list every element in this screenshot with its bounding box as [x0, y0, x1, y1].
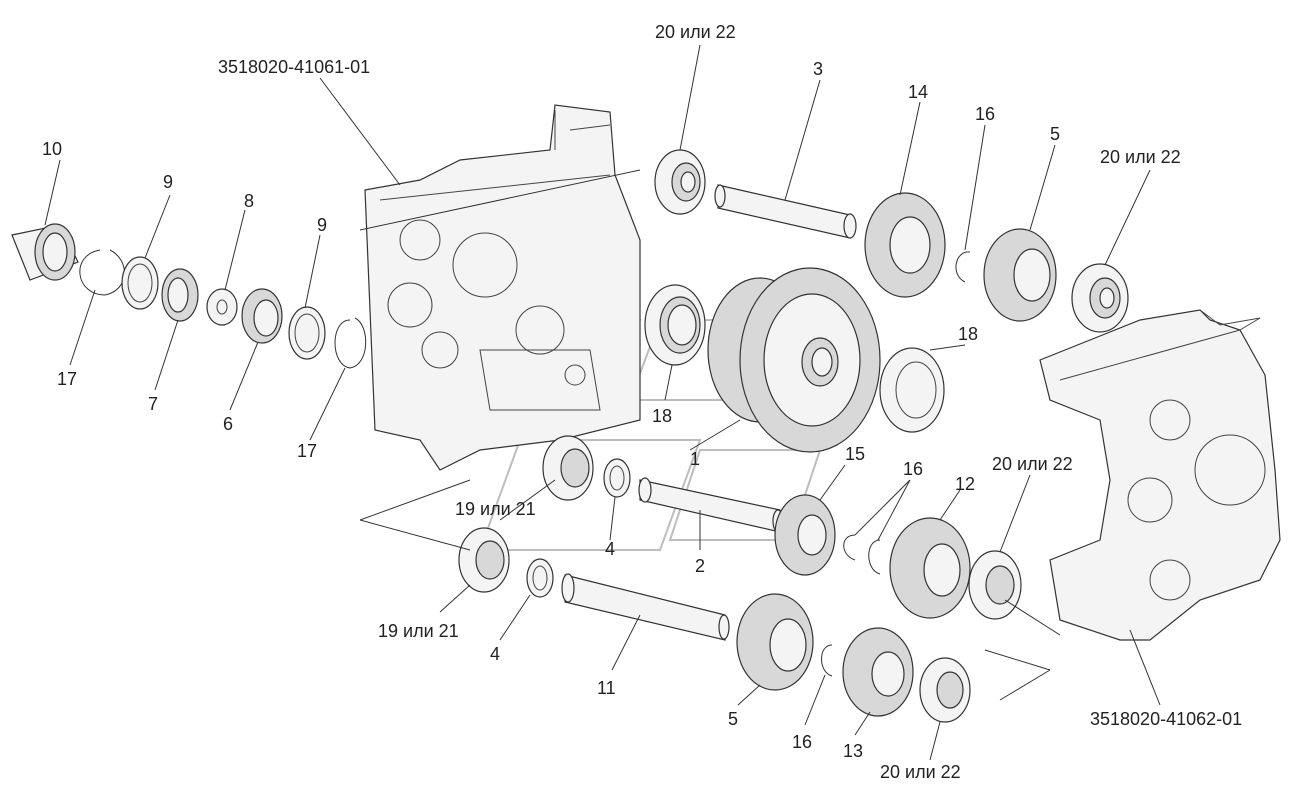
bearing-bottom-right — [919, 657, 971, 723]
gear-5-bottom — [736, 593, 814, 691]
label-14: 14 — [908, 82, 928, 102]
gear-7 — [161, 268, 199, 322]
label-6: 6 — [223, 414, 233, 434]
label-4-lower: 4 — [490, 644, 500, 664]
label-4-upper: 4 — [605, 539, 615, 559]
label-9-right: 9 — [317, 215, 327, 235]
label-16-top: 16 — [975, 104, 995, 124]
bearing-18-right — [879, 347, 945, 433]
right-housing — [1039, 309, 1281, 641]
label-16-mid: 16 — [903, 459, 923, 479]
label-20-22-right: 20 или 22 — [1100, 147, 1181, 167]
label-17-left: 17 — [57, 369, 77, 389]
label-8: 8 — [244, 191, 254, 211]
gear-1-large — [707, 267, 881, 453]
snap-ring-17-right — [334, 317, 367, 369]
leader-lines — [44, 44, 1161, 761]
bearing-mid-right — [968, 550, 1022, 620]
bearing-top-right — [1071, 263, 1129, 333]
label-7: 7 — [148, 394, 158, 414]
shaft-3 — [714, 184, 857, 239]
label-1: 1 — [690, 449, 700, 469]
labels: 20 или 22 3518020-41061-01 3 14 16 5 20 … — [42, 22, 1242, 782]
gear-12 — [889, 517, 971, 619]
label-2: 2 — [695, 556, 705, 576]
label-17-right: 17 — [297, 441, 317, 461]
label-16-bottom: 16 — [792, 732, 812, 752]
gear-13 — [842, 627, 914, 717]
shaft-11 — [561, 573, 730, 641]
bearing-19-21-upper — [542, 435, 594, 501]
washer-9-right — [288, 306, 326, 360]
label-9-left: 9 — [163, 172, 173, 192]
label-5-bottom: 5 — [728, 709, 738, 729]
washer-4-lower — [526, 558, 554, 598]
needle-bearing-10 — [11, 223, 79, 281]
label-19-21-lower: 19 или 21 — [378, 621, 459, 641]
bearing-18-left — [644, 284, 706, 366]
label-12: 12 — [955, 474, 975, 494]
label-19-21-upper: 19 или 21 — [455, 499, 536, 519]
label-20-22-bottom: 20 или 22 — [880, 762, 961, 782]
bearing-19-21-lower — [458, 527, 510, 593]
snap-ring-16-bottom — [821, 644, 833, 677]
gear-15 — [774, 494, 836, 576]
washer-9-left — [121, 256, 159, 310]
gear-14 — [864, 192, 946, 298]
label-5-top: 5 — [1050, 124, 1060, 144]
label-10: 10 — [42, 139, 62, 159]
label-11: 11 — [597, 678, 616, 698]
label-housing-left: 3518020-41061-01 — [218, 57, 370, 77]
label-3: 3 — [813, 59, 823, 79]
label-15: 15 — [845, 444, 865, 464]
label-housing-right: 3518020-41062-01 — [1090, 709, 1242, 729]
washer-4-upper — [603, 458, 631, 498]
bearing-top-left — [654, 149, 706, 215]
snap-rings-16-middle — [843, 534, 881, 575]
label-top-bearing: 20 или 22 — [655, 22, 736, 42]
label-18-right: 18 — [958, 324, 978, 344]
label-13: 13 — [843, 741, 863, 761]
label-18-left: 18 — [652, 406, 672, 426]
left-housing — [364, 104, 641, 471]
snap-ring-17-left — [79, 249, 125, 296]
snap-ring-16-top — [955, 251, 971, 283]
shaft-2 — [638, 477, 784, 533]
washer-8 — [206, 288, 238, 326]
gear-5-top — [983, 228, 1057, 322]
label-20-22-mid: 20 или 22 — [992, 454, 1073, 474]
gear-6 — [241, 288, 283, 344]
